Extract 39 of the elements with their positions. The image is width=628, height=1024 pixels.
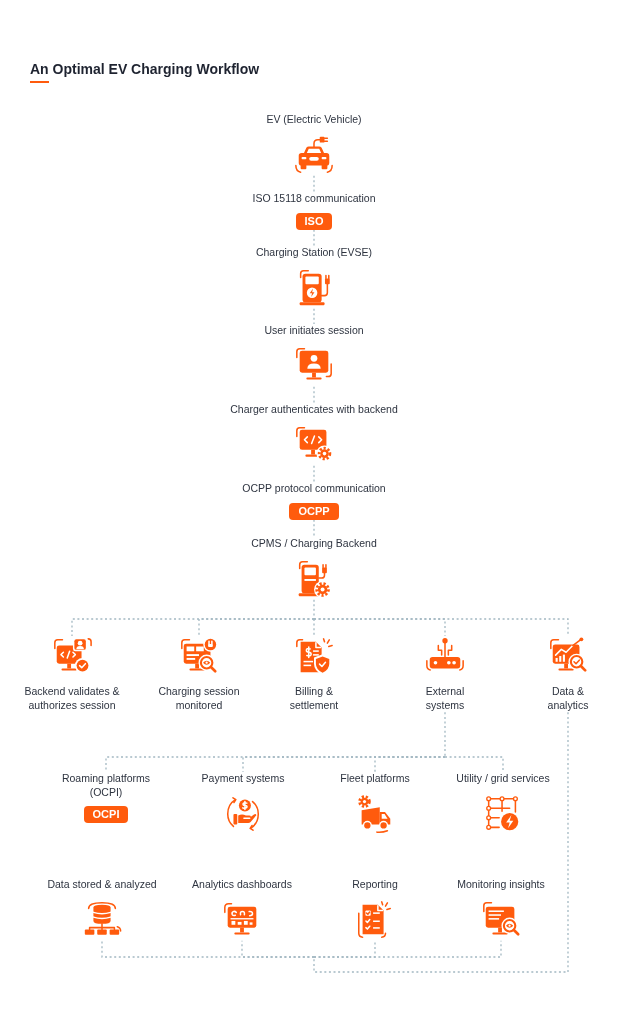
- connector-line: [313, 618, 315, 637]
- node-label: Data & analytics: [546, 685, 590, 713]
- node-label: Utility / grid services: [456, 772, 550, 786]
- node-label: Billing & settlement: [288, 685, 340, 713]
- node-label: Charger authenticates with backend: [230, 403, 398, 417]
- connector-line: [313, 940, 502, 958]
- connector-line: [313, 308, 315, 325]
- connector-line: [374, 756, 446, 773]
- node-label: Charging session monitored: [157, 685, 241, 713]
- node-label: Analytics dashboards: [192, 878, 292, 892]
- connector-line: [313, 711, 569, 973]
- node-label: Charging Station (EVSE): [255, 246, 373, 260]
- connector-line: [313, 519, 315, 538]
- protocol-badge: OCPI: [83, 806, 129, 824]
- node-label: Roaming platforms (OCPI): [60, 772, 152, 800]
- connector-line: [198, 618, 315, 637]
- connector-line: [313, 618, 569, 637]
- node-label: Fleet platforms: [340, 772, 410, 786]
- diagram-title: An Optimal EV Charging Workflow: [30, 61, 260, 77]
- protocol-badge: ISO: [295, 212, 333, 230]
- node-label: User initiates session: [264, 324, 364, 338]
- connector-line: [313, 229, 315, 247]
- node-label: CPMS / Charging Backend: [251, 537, 377, 551]
- node-label: Data stored & analyzed: [47, 878, 157, 892]
- node-label: Payment systems: [201, 772, 285, 786]
- connector-line: [444, 756, 504, 773]
- node-label: ISO 15118 communication: [252, 192, 376, 206]
- connector-line: [313, 465, 315, 483]
- node-label: Backend validates & authorizes session: [23, 685, 121, 713]
- node-label: External systems: [424, 685, 466, 713]
- node-label: OCPP protocol communication: [242, 482, 386, 496]
- protocol-badge: OCPP: [289, 502, 339, 520]
- node-label: EV (Electric Vehicle): [266, 113, 362, 127]
- connector-line: [241, 940, 315, 958]
- node-label: Monitoring insights: [457, 878, 545, 892]
- connector-line: [313, 386, 315, 404]
- connector-line: [444, 711, 446, 758]
- node-label: Reporting: [352, 878, 398, 892]
- connector-line: [313, 175, 315, 193]
